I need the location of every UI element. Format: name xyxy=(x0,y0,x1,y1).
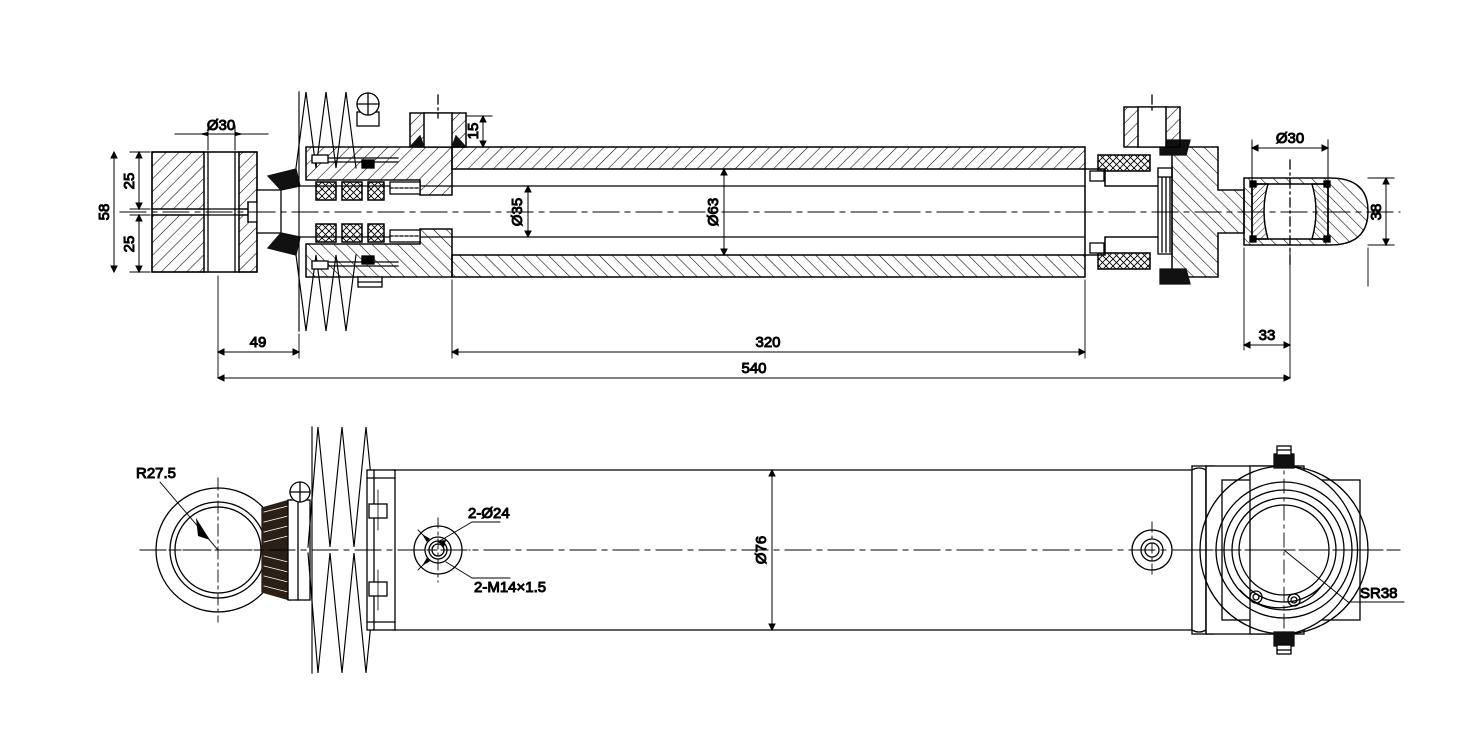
dim-rod-eye-bore: Ø30 xyxy=(174,117,269,151)
grease-nipple-top-icon xyxy=(1273,445,1295,469)
cylinder-barrel-section xyxy=(451,146,1086,278)
grease-nipple-bottom-icon xyxy=(1273,631,1295,655)
callout-spherical-radius-text: SR38 xyxy=(1360,585,1398,602)
dim-stroke-offset: 49 xyxy=(216,334,301,356)
dim-clevis-total: 58 xyxy=(96,150,118,274)
dim-clevis-total-text: 58 xyxy=(96,204,113,221)
gland-head-section xyxy=(305,146,453,288)
dim-barrel-diameter: Ø76 xyxy=(753,468,776,632)
dim-cap-offset-text: 33 xyxy=(1259,327,1276,344)
dim-barrel-diameter-text: Ø76 xyxy=(753,536,770,564)
dim-overall-length: 540 xyxy=(216,360,1292,382)
dim-rod-eye-bore-text: Ø30 xyxy=(207,117,235,134)
dim-gland-length-text: 15 xyxy=(465,123,482,140)
dim-clevis-lower-text: 25 xyxy=(121,236,138,253)
gland-collar-external xyxy=(287,481,311,601)
dim-cap-offset: 33 xyxy=(1242,327,1292,349)
dim-rod-diameter: Ø35 xyxy=(509,184,532,239)
dim-cap-eye-bore-text: Ø30 xyxy=(1276,130,1304,147)
grease-nipple-icon xyxy=(356,92,380,127)
callout-port-thread-text: 2-M14×1.5 xyxy=(474,579,546,596)
dim-gland-length: 15 xyxy=(465,114,493,149)
dim-stroke-offset-text: 49 xyxy=(250,334,267,351)
dim-stroke-text: 320 xyxy=(755,334,780,351)
callouts-external: R27.5 2-Ø24 2-M14×1.5 Ø76 xyxy=(136,465,1405,632)
rod-end-clevis xyxy=(151,151,282,273)
dim-stroke: 320 xyxy=(450,334,1087,356)
dim-bore-diameter: Ø63 xyxy=(705,167,728,257)
callout-spherical-radius: SR38 xyxy=(1283,549,1405,603)
callout-port-thread: 2-M14×1.5 xyxy=(445,561,547,597)
dim-clevis-upper-text: 25 xyxy=(121,173,138,190)
dim-clevis-lower: 25 xyxy=(121,213,151,274)
section-view: Ø30 25 25 xyxy=(96,91,1401,382)
external-view: R27.5 2-Ø24 2-M14×1.5 Ø76 xyxy=(136,426,1405,674)
callout-port-bore-text: 2-Ø24 xyxy=(468,505,510,522)
dim-cap-eye-width: 38 xyxy=(1367,176,1395,247)
cylinder-barrel-external xyxy=(393,469,1197,631)
callout-port-bore: 2-Ø24 xyxy=(437,505,510,547)
callout-clevis-radius-text: R27.5 xyxy=(136,465,176,482)
callout-clevis-radius: R27.5 xyxy=(136,465,219,551)
dim-cap-eye-bore: Ø30 xyxy=(1250,130,1330,183)
rod-clevis-weld xyxy=(266,168,301,256)
hydraulic-port-boss-left xyxy=(408,94,468,148)
dim-overall-length-text: 540 xyxy=(741,360,766,377)
dim-cap-eye-width-text: 38 xyxy=(1368,204,1385,221)
dim-rod-diameter-text: Ø35 xyxy=(509,198,526,226)
dim-bore-diameter-text: Ø63 xyxy=(705,198,722,226)
dimensions-section: Ø30 25 25 xyxy=(96,114,1395,382)
dim-clevis-upper: 25 xyxy=(121,150,151,211)
